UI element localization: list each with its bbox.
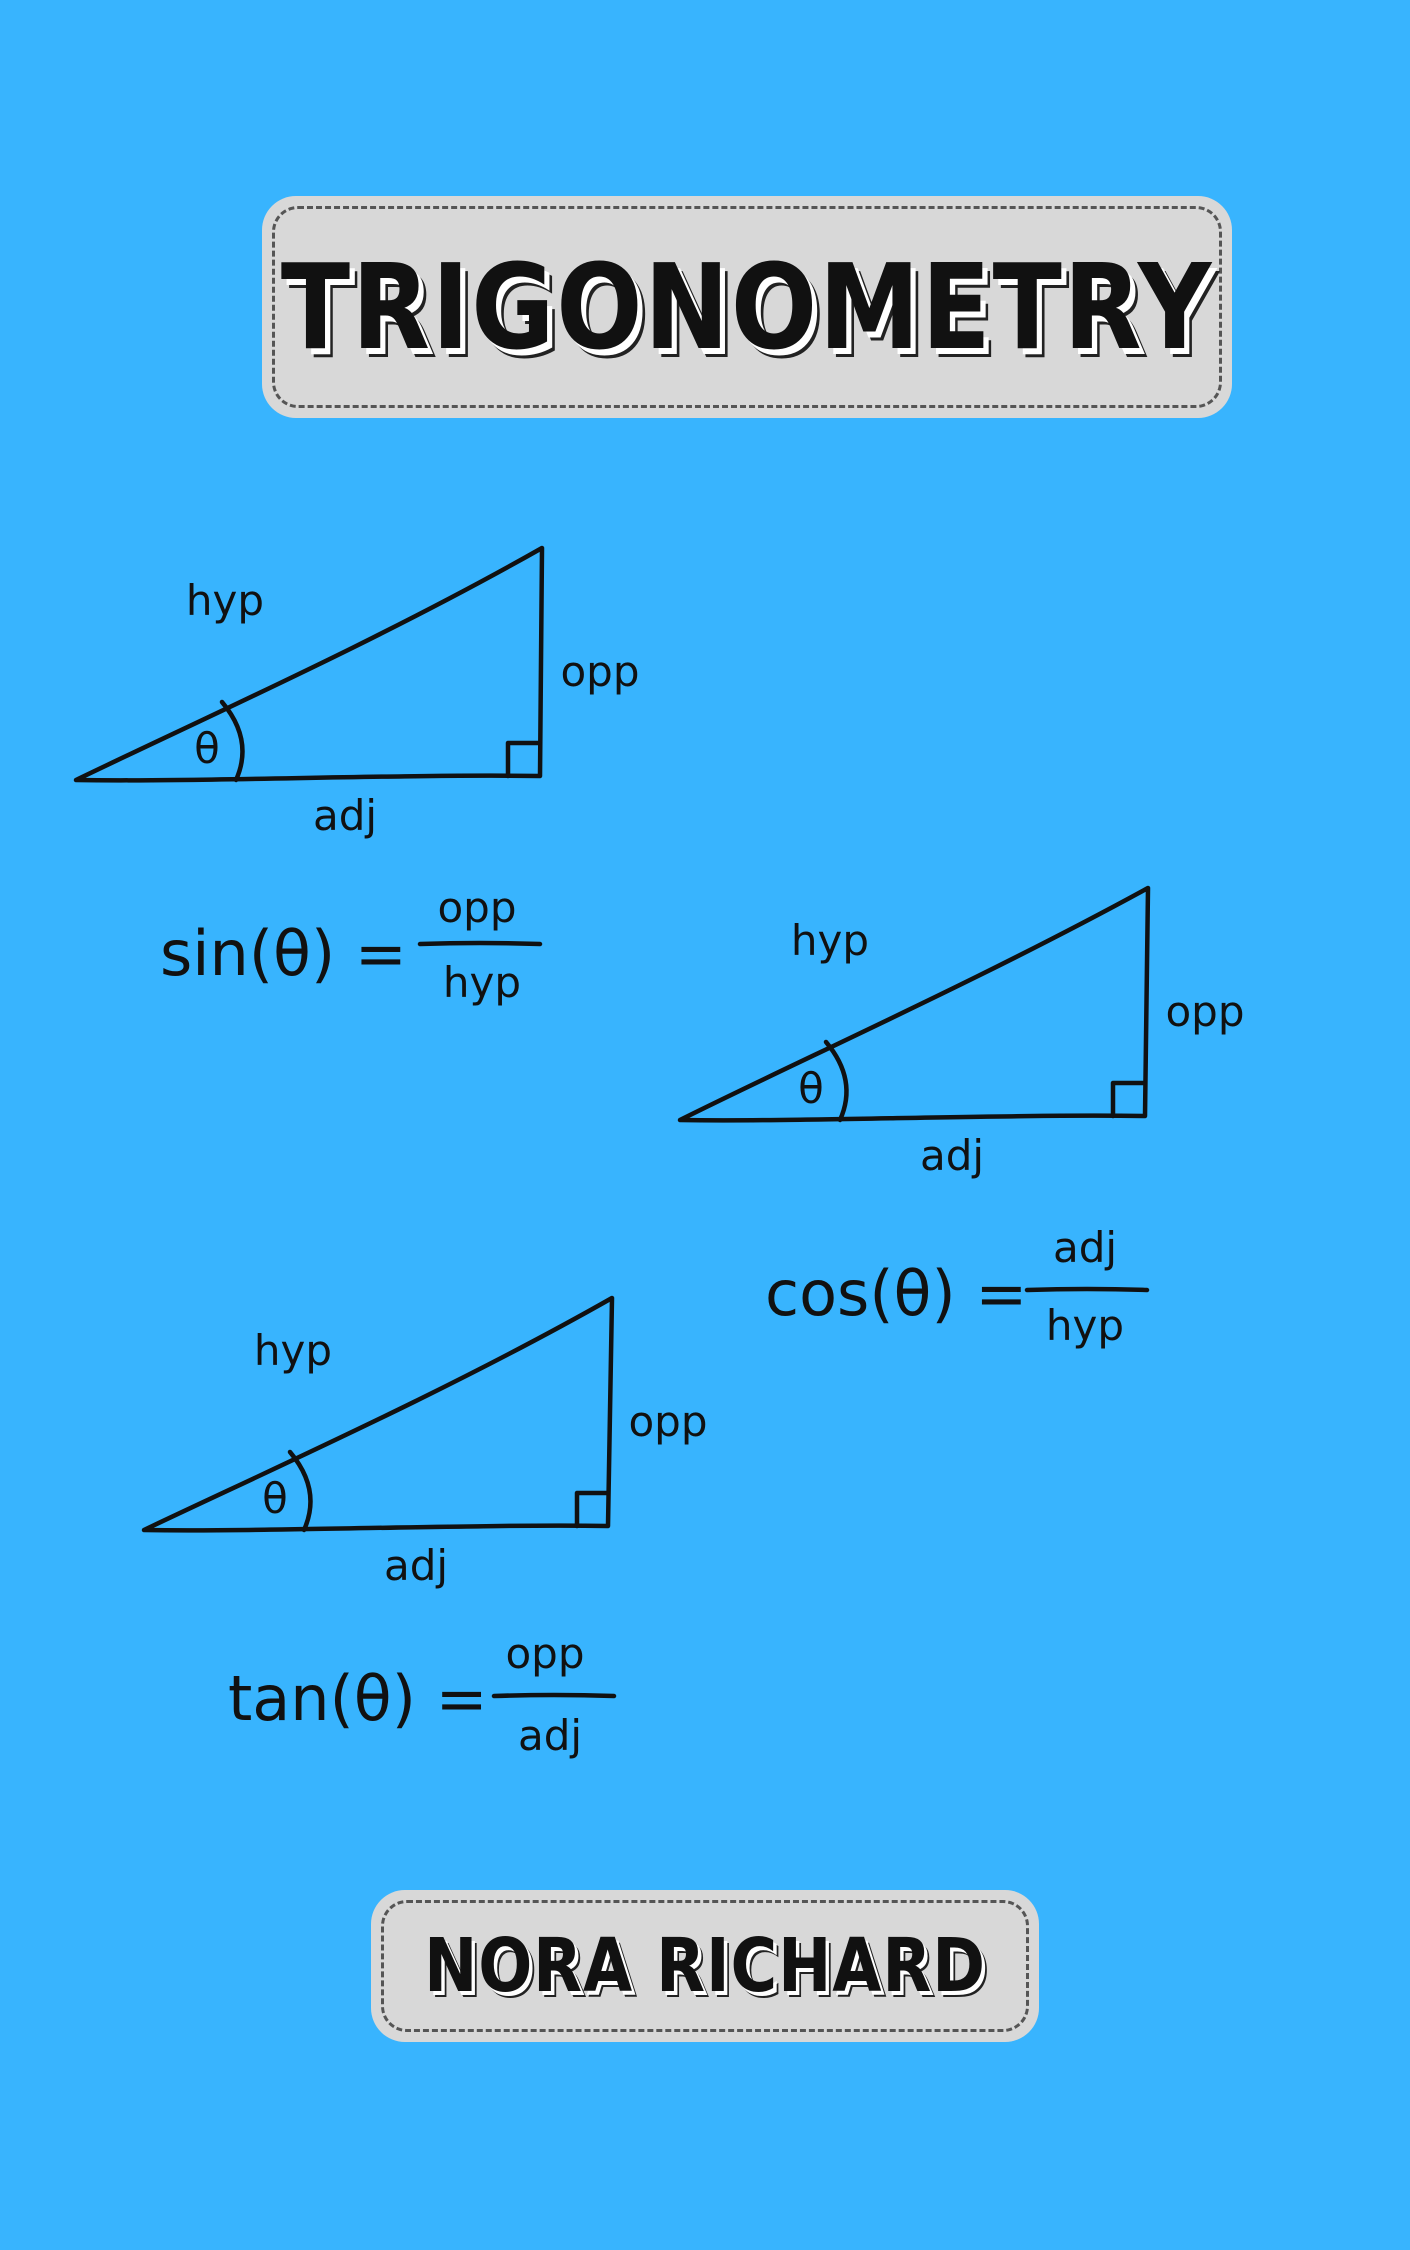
hyp-label-sin: hyp <box>186 576 264 625</box>
triangle-tan <box>141 1295 615 1533</box>
theta-label-cos: θ <box>798 1064 824 1113</box>
hyp-label-cos: hyp <box>791 916 869 965</box>
formula-tan-denominator: adj <box>518 1711 582 1760</box>
adj-label-tan: adj <box>384 1541 448 1590</box>
fraction-bar-sin <box>417 940 543 947</box>
opp-label-sin: opp <box>560 647 639 696</box>
angle-arc-tan <box>287 1449 313 1533</box>
fraction-bar-cos <box>1024 1286 1150 1293</box>
hyp-label-tan: hyp <box>254 1326 332 1375</box>
angle-arc-cos <box>823 1039 849 1123</box>
right-angle-mark-tan <box>574 1490 611 1529</box>
adj-label-cos: adj <box>920 1131 984 1180</box>
formula-tan-numerator: opp <box>505 1629 584 1678</box>
author-name: NORA RICHARD <box>424 1923 986 2009</box>
opp-label-cos: opp <box>1165 987 1244 1036</box>
diagram-tan: θ hyp opp adj tan(θ) = opp adj <box>141 1295 708 1760</box>
formula-cos-lhs: cos(θ) = <box>765 1257 1027 1330</box>
formula-sin-numerator: opp <box>437 883 516 932</box>
triangle-sin <box>73 545 545 783</box>
formula-tan-lhs: tan(θ) = <box>228 1662 488 1735</box>
title-tag: TRIGONOMETRY <box>262 196 1232 418</box>
opp-label-tan: opp <box>628 1397 707 1446</box>
adj-label-sin: adj <box>313 791 377 840</box>
right-angle-mark-sin <box>505 740 542 779</box>
formula-cos-denominator: hyp <box>1046 1301 1124 1350</box>
author-tag: NORA RICHARD <box>371 1890 1039 2042</box>
diagram-sin: θ hyp opp adj sin(θ) = opp hyp <box>73 545 640 1007</box>
triangle-cos <box>677 885 1151 1123</box>
diagram-cos: θ hyp opp adj cos(θ) = adj hyp <box>677 885 1245 1350</box>
theta-label-tan: θ <box>262 1474 288 1523</box>
fraction-bar-tan <box>491 1692 617 1699</box>
formula-sin-denominator: hyp <box>443 958 521 1007</box>
angle-arc-sin <box>219 699 245 783</box>
book-title: TRIGONOMETRY <box>280 238 1214 376</box>
formula-sin-lhs: sin(θ) = <box>160 917 407 990</box>
right-angle-mark-cos <box>1110 1080 1147 1119</box>
formula-cos-numerator: adj <box>1053 1223 1117 1272</box>
theta-label-sin: θ <box>194 724 220 773</box>
